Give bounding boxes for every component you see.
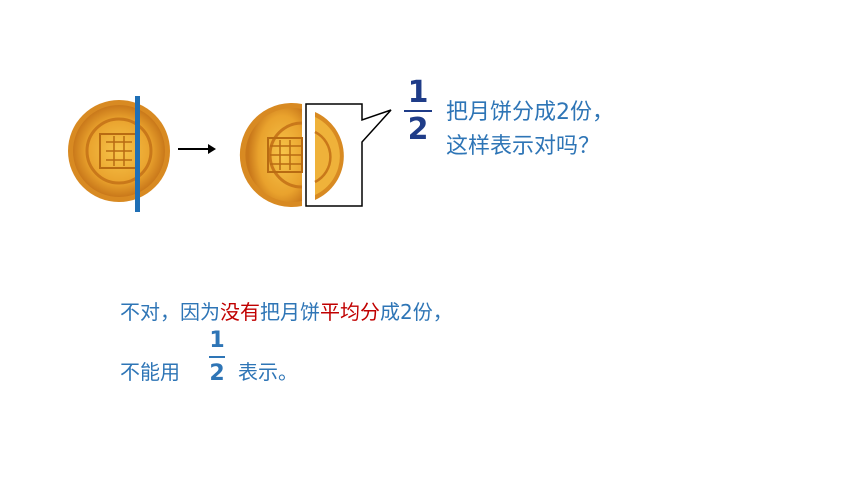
answer-line-2-end: 表示。 [238, 360, 298, 384]
answer-fraction-denominator: 2 [209, 361, 225, 386]
answer-text-two-parts: 成2份， [380, 300, 453, 324]
question-line-2: 这样表示对吗？ [446, 134, 601, 159]
question-fraction: 1 2 [400, 78, 436, 145]
fraction-bar [404, 110, 432, 112]
right-arrow-icon [178, 144, 216, 154]
fraction-numerator: 1 [407, 75, 429, 110]
large-mooncake-piece-image [239, 103, 303, 207]
answer-fraction-bar [209, 356, 225, 358]
answer-fraction-numerator: 1 [209, 328, 225, 353]
answer-text-mooncake: 把月饼 [260, 300, 320, 324]
answer-text-not-correct: 不对，因为 [120, 300, 220, 324]
question-line-1: 把月饼分成2份， [446, 100, 614, 125]
cut-line [135, 96, 140, 212]
whole-mooncake-image [68, 96, 170, 212]
callout-box [305, 103, 392, 207]
answer-highlight-no: 没有 [220, 300, 260, 324]
fraction-denominator: 2 [407, 112, 429, 147]
answer-highlight-equal-division: 平均分 [320, 300, 380, 324]
answer-fraction: 1 2 [204, 330, 230, 385]
answer-line-2-start: 不能用 [120, 360, 180, 384]
answer-line-1: 不对，因为没有把月饼平均分成2份， [120, 296, 453, 325]
